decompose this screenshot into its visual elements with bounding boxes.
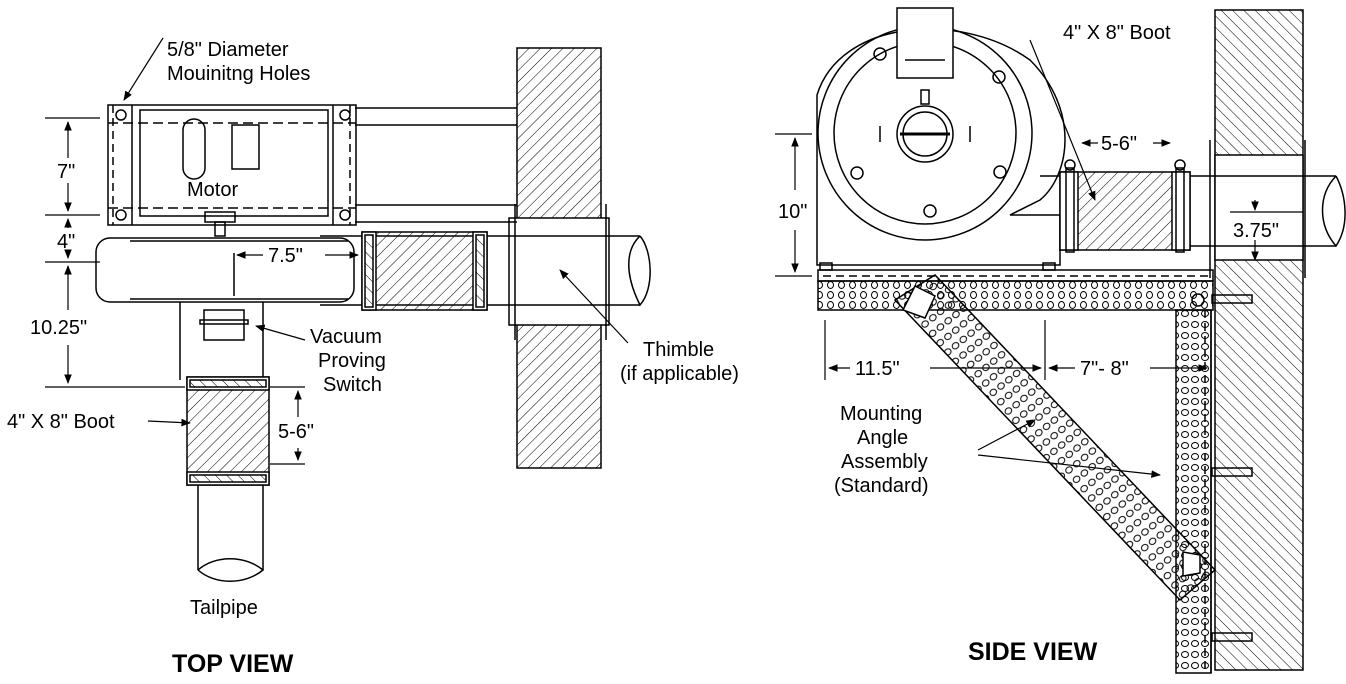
mounting-angle-label-line1: Mounting — [840, 403, 922, 425]
thimble-label-line2: (if applicable) — [620, 363, 739, 385]
side-view-title: SIDE VIEW — [968, 638, 1098, 666]
top-vertical-boot — [186, 376, 270, 486]
top-tailpipe-column — [179, 302, 264, 380]
dim-10-label: 10" — [778, 201, 807, 223]
side-wall — [1214, 9, 1304, 671]
vacuum-switch-label-line3: Switch — [323, 374, 382, 396]
side-leaders — [977, 39, 1161, 478]
top-blower-housing — [95, 237, 355, 303]
mounting-angle-label-line3: Assembly — [841, 451, 928, 473]
top-view-title: TOP VIEW — [172, 650, 294, 678]
side-dim-5-6-label: 5-6" — [1101, 133, 1137, 155]
top-horizontal-boot — [361, 231, 488, 311]
top-boot-label: 4" X 8" Boot — [7, 411, 115, 433]
side-blower-housing — [816, 7, 1066, 266]
side-dimensions — [775, 133, 1303, 380]
top-thimble — [508, 204, 610, 340]
vacuum-switch-label-line2: Proving — [318, 350, 386, 372]
dim-7-5-label: 7.5" — [268, 245, 303, 267]
mounting-angle-label-line4: (Standard) — [834, 475, 929, 497]
top-mount-rails — [355, 107, 517, 223]
thimble-label-line1: Thimble — [643, 339, 714, 361]
vacuum-switch-label-line1: Vacuum — [310, 326, 382, 348]
side-horizontal-angle — [817, 262, 1214, 311]
dim-11-5-label: 11.5" — [855, 358, 900, 380]
top-view — [45, 37, 651, 582]
dim-4-label: 4" — [57, 231, 75, 253]
side-diagonal-brace — [893, 274, 1217, 602]
tailpipe-label: Tailpipe — [190, 597, 258, 619]
motor-label: Motor — [187, 179, 238, 201]
dim-3-75-label: 3.75" — [1233, 220, 1279, 242]
side-thimble — [1209, 140, 1306, 278]
top-dimensions — [45, 117, 359, 465]
side-boot — [1059, 159, 1191, 253]
top-leaders — [123, 37, 629, 427]
top-motor — [139, 109, 329, 237]
mounting-holes-label-line2: Mouinitng Holes — [167, 63, 310, 85]
side-wall-bolts — [1191, 293, 1253, 642]
dim-7-label: 7" — [57, 161, 75, 183]
side-exhaust-pipe — [1190, 175, 1346, 248]
top-mounting-plate — [107, 104, 357, 226]
mounting-angle-label-line2: Angle — [857, 427, 908, 449]
dim-7-8-label: 7"- 8" — [1080, 358, 1129, 380]
side-boot-label: 4" X 8" Boot — [1063, 22, 1171, 44]
mounting-holes-label-line1: 5/8" Diameter — [167, 39, 289, 61]
side-view — [775, 7, 1346, 674]
top-dim-5-6-label: 5-6" — [278, 421, 314, 443]
side-vertical-angle — [1175, 309, 1212, 674]
dim-10-25-label: 10.25" — [30, 317, 87, 339]
top-tailpipe — [197, 485, 265, 582]
